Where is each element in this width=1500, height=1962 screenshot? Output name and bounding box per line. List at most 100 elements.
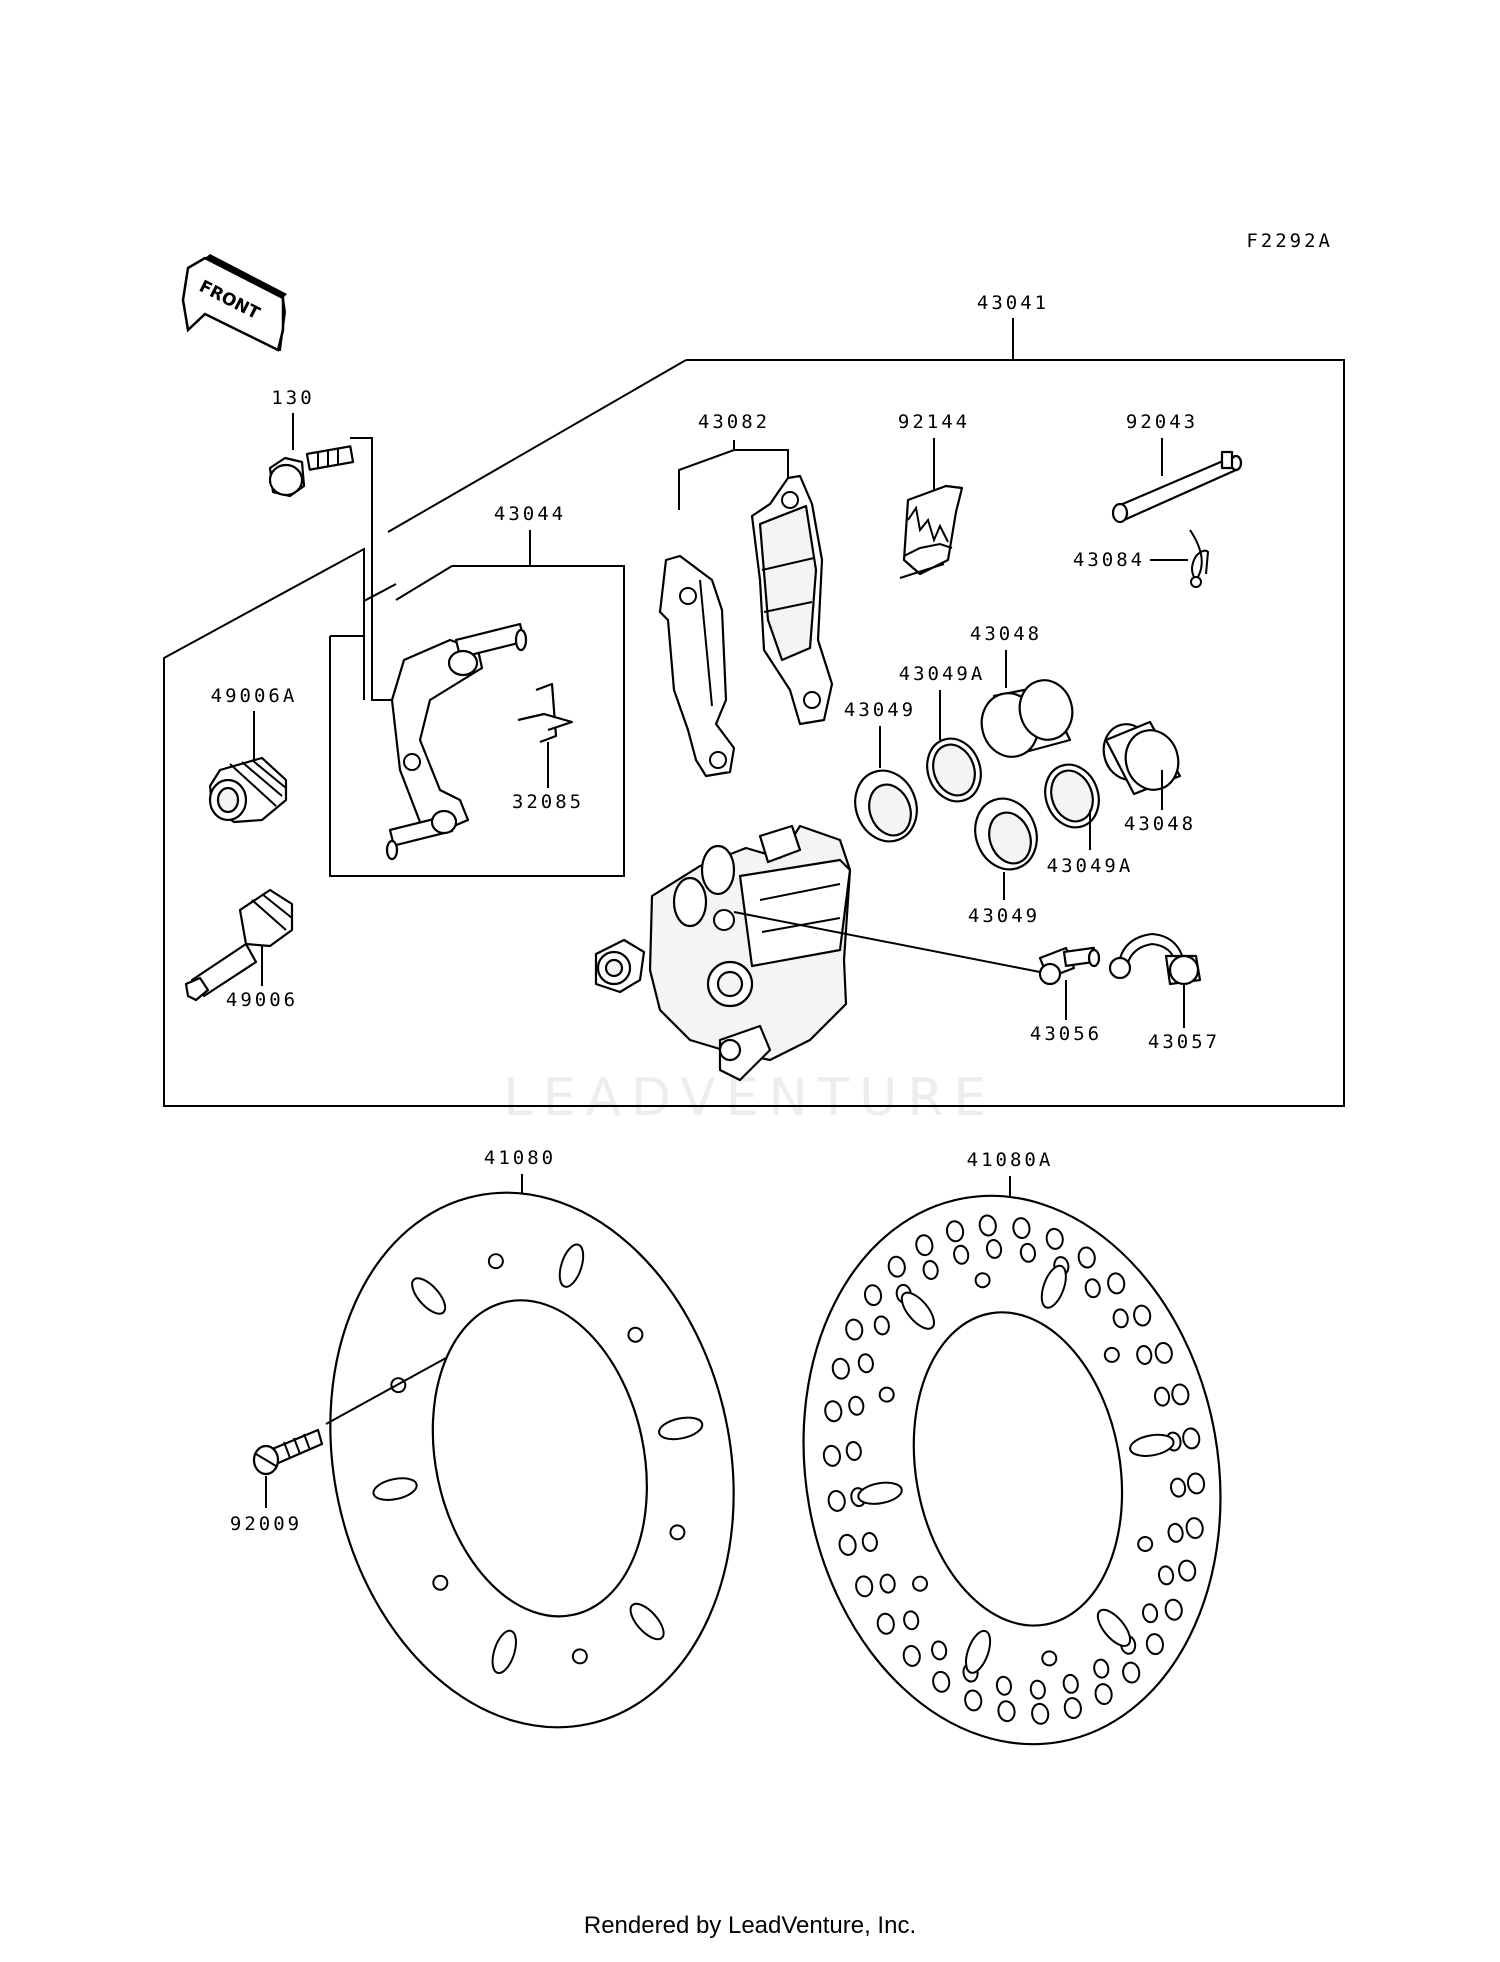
disc-slot — [558, 1243, 585, 1288]
disc-vent-hole — [1170, 1477, 1187, 1498]
disc-vent-hole — [861, 1532, 878, 1552]
disc-vent-hole — [831, 1357, 850, 1380]
disc-slot — [900, 1291, 935, 1330]
seal-43049A-top — [926, 737, 982, 803]
part-label-41080A: 41080A — [967, 1149, 1054, 1171]
brake-disc-41080A — [802, 1194, 1222, 1746]
disc-vent-hole — [1178, 1559, 1197, 1582]
disc-vent-hole — [922, 1260, 939, 1280]
disc-vent-hole — [995, 1675, 1013, 1696]
disc-bolt-hole — [1103, 1346, 1120, 1363]
disc-vent-hole — [1093, 1658, 1110, 1679]
front-arrow-icon: FRONT — [181, 254, 287, 352]
disc-vent-hole — [1164, 1598, 1183, 1621]
disc-vent-hole — [822, 1444, 841, 1467]
disc-vent-hole — [985, 1239, 1003, 1259]
disc-vent-hole — [1153, 1386, 1171, 1407]
disc-vent-hole — [1145, 1633, 1164, 1656]
disc-vent-hole — [845, 1441, 862, 1461]
part-label-92009: 92009 — [230, 1513, 302, 1535]
bracket-box-43044 — [329, 565, 625, 877]
bracket-box-diagonal — [395, 565, 453, 601]
part-label-43049A-bot: 43049A — [1047, 855, 1134, 877]
disc-vent-hole — [1122, 1661, 1141, 1684]
disc-vent-hole — [1084, 1278, 1101, 1299]
part-label-92043: 92043 — [1126, 411, 1198, 433]
disc-vent-hole — [1094, 1683, 1113, 1706]
disc-vent-hole — [845, 1318, 864, 1341]
disc-vent-hole — [953, 1244, 970, 1265]
disc-slot — [629, 1602, 665, 1641]
disc-vent-hole — [824, 1400, 843, 1423]
disc-vent-hole — [932, 1670, 951, 1693]
disc-vent-hole — [887, 1255, 906, 1278]
disc-vent-hole — [1182, 1427, 1201, 1450]
part-label-43041: 43041 — [977, 292, 1049, 314]
disc-vent-hole — [1063, 1697, 1082, 1719]
disc-slot — [1096, 1608, 1132, 1647]
disc-bolt-hole — [669, 1524, 686, 1541]
part-label-43049-bot: 43049 — [968, 905, 1040, 927]
disc-vent-hole — [855, 1575, 874, 1598]
bleeder-cap-43057 — [1108, 932, 1202, 986]
disc-vent-hole — [848, 1395, 865, 1416]
disc-vent-hole — [903, 1610, 920, 1631]
disc-vent-hole — [997, 1700, 1016, 1723]
disc-vent-hole — [1112, 1308, 1129, 1329]
boot-49006A — [208, 756, 288, 824]
bolt-130-path — [350, 437, 400, 701]
disc-bolt-hole — [974, 1272, 991, 1289]
disc-vent-hole — [1031, 1702, 1050, 1725]
part-label-43056: 43056 — [1030, 1023, 1102, 1045]
part-label-43082: 43082 — [698, 411, 770, 433]
brake-pad-right — [750, 474, 834, 726]
bolt-130 — [268, 445, 355, 498]
part-label-43084: 43084 — [1073, 549, 1145, 571]
disc-vent-hole — [1077, 1246, 1096, 1269]
bleeder-leader — [733, 911, 1041, 973]
disc-bolt-hole — [912, 1575, 929, 1592]
assembly-outline-diagonal — [387, 359, 687, 533]
clip-43084 — [1189, 529, 1210, 588]
brake-disc-41080 — [329, 1191, 735, 1729]
pad-spring-92144 — [899, 484, 964, 579]
pad-pin-92043 — [1111, 450, 1243, 524]
seal-43049-top — [854, 769, 918, 843]
disc-bolt-hole — [1137, 1535, 1154, 1552]
disc-vent-hole — [946, 1220, 965, 1243]
part-label-32085: 32085 — [512, 791, 584, 813]
disc-slot — [372, 1477, 418, 1501]
disc-vent-hole — [1012, 1217, 1031, 1240]
disc-vent-hole — [1133, 1304, 1152, 1327]
part-label-43049A-top: 43049A — [899, 663, 986, 685]
part-label-43048-bot: 43048 — [1124, 813, 1196, 835]
screw-92009 — [252, 1428, 324, 1476]
disc-vent-hole — [1141, 1603, 1159, 1624]
caliper-body — [594, 824, 852, 1082]
disc-vent-hole — [978, 1214, 997, 1237]
leader-92009 — [325, 1357, 447, 1425]
disc-slot — [965, 1629, 992, 1674]
piston-43048-top — [980, 679, 1074, 758]
disc-bolt-hole — [1041, 1650, 1058, 1667]
part-label-49006: 49006 — [226, 989, 298, 1011]
caliper-assembly-outline — [163, 359, 1345, 1107]
disc-vent-hole — [1186, 1472, 1206, 1495]
disc-bolt-hole — [878, 1386, 895, 1403]
disc-vent-hole — [1029, 1679, 1046, 1700]
disc-vent-hole — [879, 1573, 896, 1594]
disc-vent-hole — [1107, 1272, 1126, 1295]
disc-vent-hole — [1154, 1342, 1173, 1364]
disc-vent-hole — [827, 1489, 846, 1512]
disc-bolt-hole — [627, 1326, 644, 1343]
disc-vent-hole — [931, 1640, 948, 1661]
brake-pad-left — [658, 554, 736, 778]
disc-slot — [1129, 1433, 1175, 1457]
disc-vent-hole — [1136, 1345, 1153, 1365]
part-label-43049-top: 43049 — [844, 699, 916, 721]
piston-43048-bottom — [1102, 720, 1182, 796]
disc-slot — [411, 1277, 447, 1315]
disc-vent-hole — [863, 1284, 883, 1307]
part-label-41080: 41080 — [484, 1147, 556, 1169]
disc-vent-hole — [1019, 1242, 1037, 1263]
